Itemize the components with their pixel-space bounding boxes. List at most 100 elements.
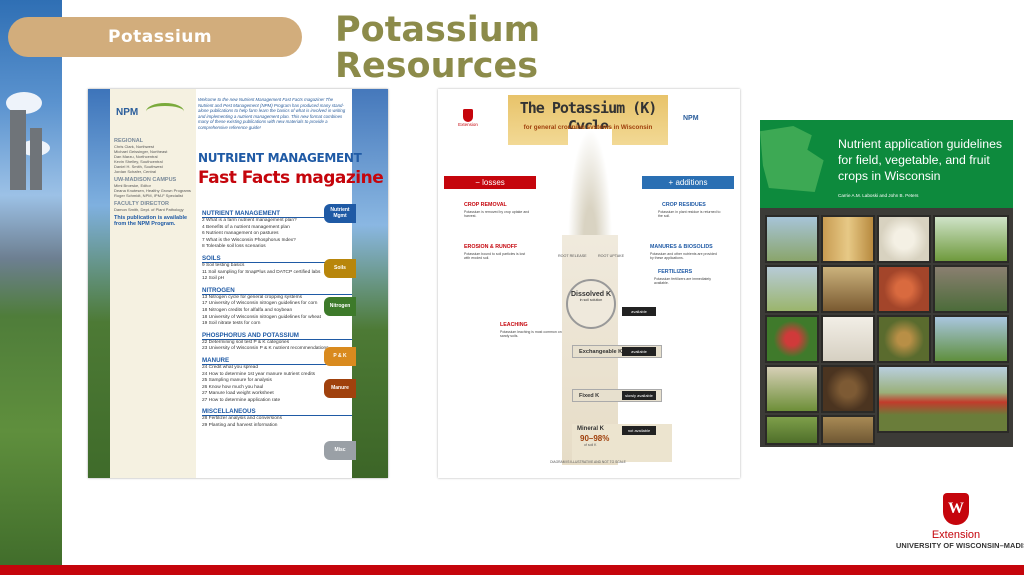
- loss-label: LEACHING: [500, 322, 528, 328]
- toc-item[interactable]: 28 Fertilizer analysis and conversions: [202, 416, 282, 422]
- toc-item[interactable]: 7 What is the Wisconsin Phosphorus Index…: [202, 237, 296, 243]
- toc-section: PHOSPHORUS AND POTASSIUM: [202, 332, 352, 340]
- cover-intro: Welcome to the new Nutrient Management F…: [198, 97, 346, 130]
- building-shape: [30, 128, 42, 190]
- toc-item[interactable]: 26 Know how much you haul: [202, 384, 264, 390]
- toc-item[interactable]: 24 How to determine 1st year manure nutr…: [202, 371, 316, 377]
- toc-section: NITROGEN: [202, 287, 352, 295]
- section-tab[interactable]: Misc: [324, 441, 356, 460]
- photo-compost: [821, 365, 875, 413]
- cloud-shape: [6, 92, 42, 114]
- guidelines-authors: Carrie A.M. Laboski and John B. Peters: [838, 193, 919, 198]
- toc-item[interactable]: 24 Credit what you spread: [202, 364, 258, 370]
- photo-trees: [933, 315, 1009, 363]
- photo-tractor: [877, 365, 1009, 433]
- addition-label: FERTILIZERS: [658, 269, 693, 275]
- section-tab[interactable]: Nitrogen: [324, 297, 356, 316]
- toc-item[interactable]: 25 Sampling manure for analysis: [202, 378, 272, 384]
- toc-item[interactable]: 12 Soil pH: [202, 276, 225, 282]
- guidelines-title: Nutrient application guidelines for fiel…: [838, 137, 1003, 183]
- additions-label: additions: [675, 178, 708, 187]
- section-tab[interactable]: Manure: [324, 379, 356, 398]
- toc-item[interactable]: 19 Soil nitrate tests for corn: [202, 321, 261, 327]
- addition-label: CROP RESIDUES: [662, 202, 706, 208]
- loss-label: EROSION & RUNOFF: [464, 244, 518, 250]
- toc-item[interactable]: 27 Manure load weight worksheet: [202, 391, 274, 397]
- cover-photo-right: [350, 89, 388, 478]
- mineral-k-percent: 90–98%: [580, 434, 610, 443]
- contact-line: Chris Clark, Northwest: [114, 144, 155, 149]
- cover-title: NUTRIENT MANAGEMENT: [198, 151, 362, 165]
- root-release-label: ROOT RELEASE: [558, 254, 587, 258]
- cover-main: [198, 89, 352, 478]
- contact-group-heading: FACULTY DIRECTOR: [114, 201, 170, 207]
- toc-item[interactable]: 18 University of Wisconsin nitrogen guid…: [202, 314, 321, 320]
- uw-crest-icon: [463, 109, 473, 122]
- building-shape: [10, 110, 26, 190]
- photo-worker: [933, 265, 1009, 313]
- diagram-subtitle: for general cropping systems in Wisconsi…: [523, 124, 653, 131]
- toc-item[interactable]: 22 Determining soil test P & K categorie…: [202, 339, 290, 345]
- logo-extension: Extension: [931, 529, 981, 541]
- potassium-cycle-diagram[interactable]: Extension The Potassium (K) Cycle for ge…: [438, 89, 740, 478]
- section-pill-label: Potassium: [108, 27, 213, 47]
- toc-item[interactable]: 29 Planting and harvest information: [202, 423, 278, 429]
- toc-item[interactable]: 11 Soil sampling for SnapPlus and DATCP …: [202, 269, 321, 275]
- photo-field: [765, 215, 819, 263]
- contact-line: Deana Knutesen, Healthy Grown Programs: [114, 188, 191, 193]
- photo-soil: [821, 265, 875, 313]
- toc-item[interactable]: 17 University of Wisconsin nitrogen guid…: [202, 301, 318, 307]
- loss-label: CROP REMOVAL: [464, 202, 507, 208]
- photo-cranberries: [765, 315, 819, 363]
- availability-tag: available: [622, 347, 656, 356]
- toc-item[interactable]: 18 Nitrogen credits for alfalfa and soyb…: [202, 307, 293, 313]
- toc-item[interactable]: 6 Nutrient management on pastures: [202, 231, 279, 237]
- toc-item[interactable]: 9 Soil testing basics: [202, 262, 245, 268]
- leaf-icon: [146, 103, 184, 120]
- contact-group-heading: REGIONAL: [114, 138, 144, 144]
- photo-potatoes: [877, 315, 931, 363]
- contact-line: Mimi Broeske, Editor: [114, 183, 151, 188]
- photo-bag: [821, 315, 875, 363]
- photo-farm: [765, 265, 819, 313]
- dissolved-k-label: Dissolved K: [570, 291, 612, 298]
- addition-desc: Potassium and other nutrients are provid…: [650, 252, 717, 261]
- contact-line: Daniel H. Smith, Southwest: [114, 164, 163, 169]
- loss-desc: Potassium is removed by crop uptake and …: [464, 210, 530, 219]
- mineral-k-sub: of soil K: [584, 443, 597, 447]
- section-tab[interactable]: P & K: [324, 347, 356, 366]
- section-tab[interactable]: Nutrient Mgmt: [324, 204, 356, 223]
- contact-line: Kevin Shelley, Southcentral: [114, 159, 163, 164]
- toc-section: MISCELLANEOUS: [202, 408, 352, 417]
- toc-item[interactable]: 8 Tolerable soil loss scenarios: [202, 244, 266, 250]
- contact-line: Michael Geissinger, Northeast: [114, 149, 168, 154]
- photo-grass: [765, 415, 819, 445]
- dissolved-k-node: Dissolved K in soil solution: [566, 279, 616, 329]
- toc-item[interactable]: 13 Nitrogen cycle for general cropping s…: [202, 294, 302, 300]
- section-tab[interactable]: Soils: [324, 259, 356, 278]
- photo-corn: [933, 215, 1009, 263]
- background-photo: [0, 0, 62, 575]
- page-title: Potassium Resources: [335, 12, 540, 84]
- toc-item[interactable]: 23 University of Wisconsin P & K nutrien…: [202, 346, 329, 352]
- loss-desc: Potassium bound to soil particles is los…: [464, 252, 526, 261]
- addition-desc: Potassium fertilizers are immediately av…: [654, 277, 711, 286]
- cover-sidebar: [110, 89, 196, 478]
- photo-grain: [821, 215, 875, 263]
- contact-line: Damon Smith, Dept. of Plant Pathology: [114, 207, 184, 212]
- losses-header: − losses: [444, 176, 536, 189]
- uw-crest-icon: [943, 493, 969, 525]
- guidelines-cover[interactable]: Nutrient application guidelines for fiel…: [760, 120, 1013, 447]
- footer-bar: [0, 565, 1024, 575]
- extension-logo: Extension: [448, 109, 488, 127]
- addition-desc: Potassium in plant residue is returned t…: [658, 210, 721, 219]
- diagram-footer: DIAGRAM IS ILLUSTRATIVE AND NOT TO SCALE: [550, 460, 626, 464]
- npm-logo: NPM: [116, 107, 139, 118]
- toc-item[interactable]: 27 How to determine application rate: [202, 397, 281, 403]
- dissolved-k-sub: in soil solution: [579, 298, 603, 302]
- toc-item[interactable]: 4 Benefits of a nutrient management plan: [202, 224, 290, 230]
- toc-item[interactable]: 2 What is a farm nutrient management pla…: [202, 218, 297, 223]
- toc-section: MANURE: [202, 357, 352, 365]
